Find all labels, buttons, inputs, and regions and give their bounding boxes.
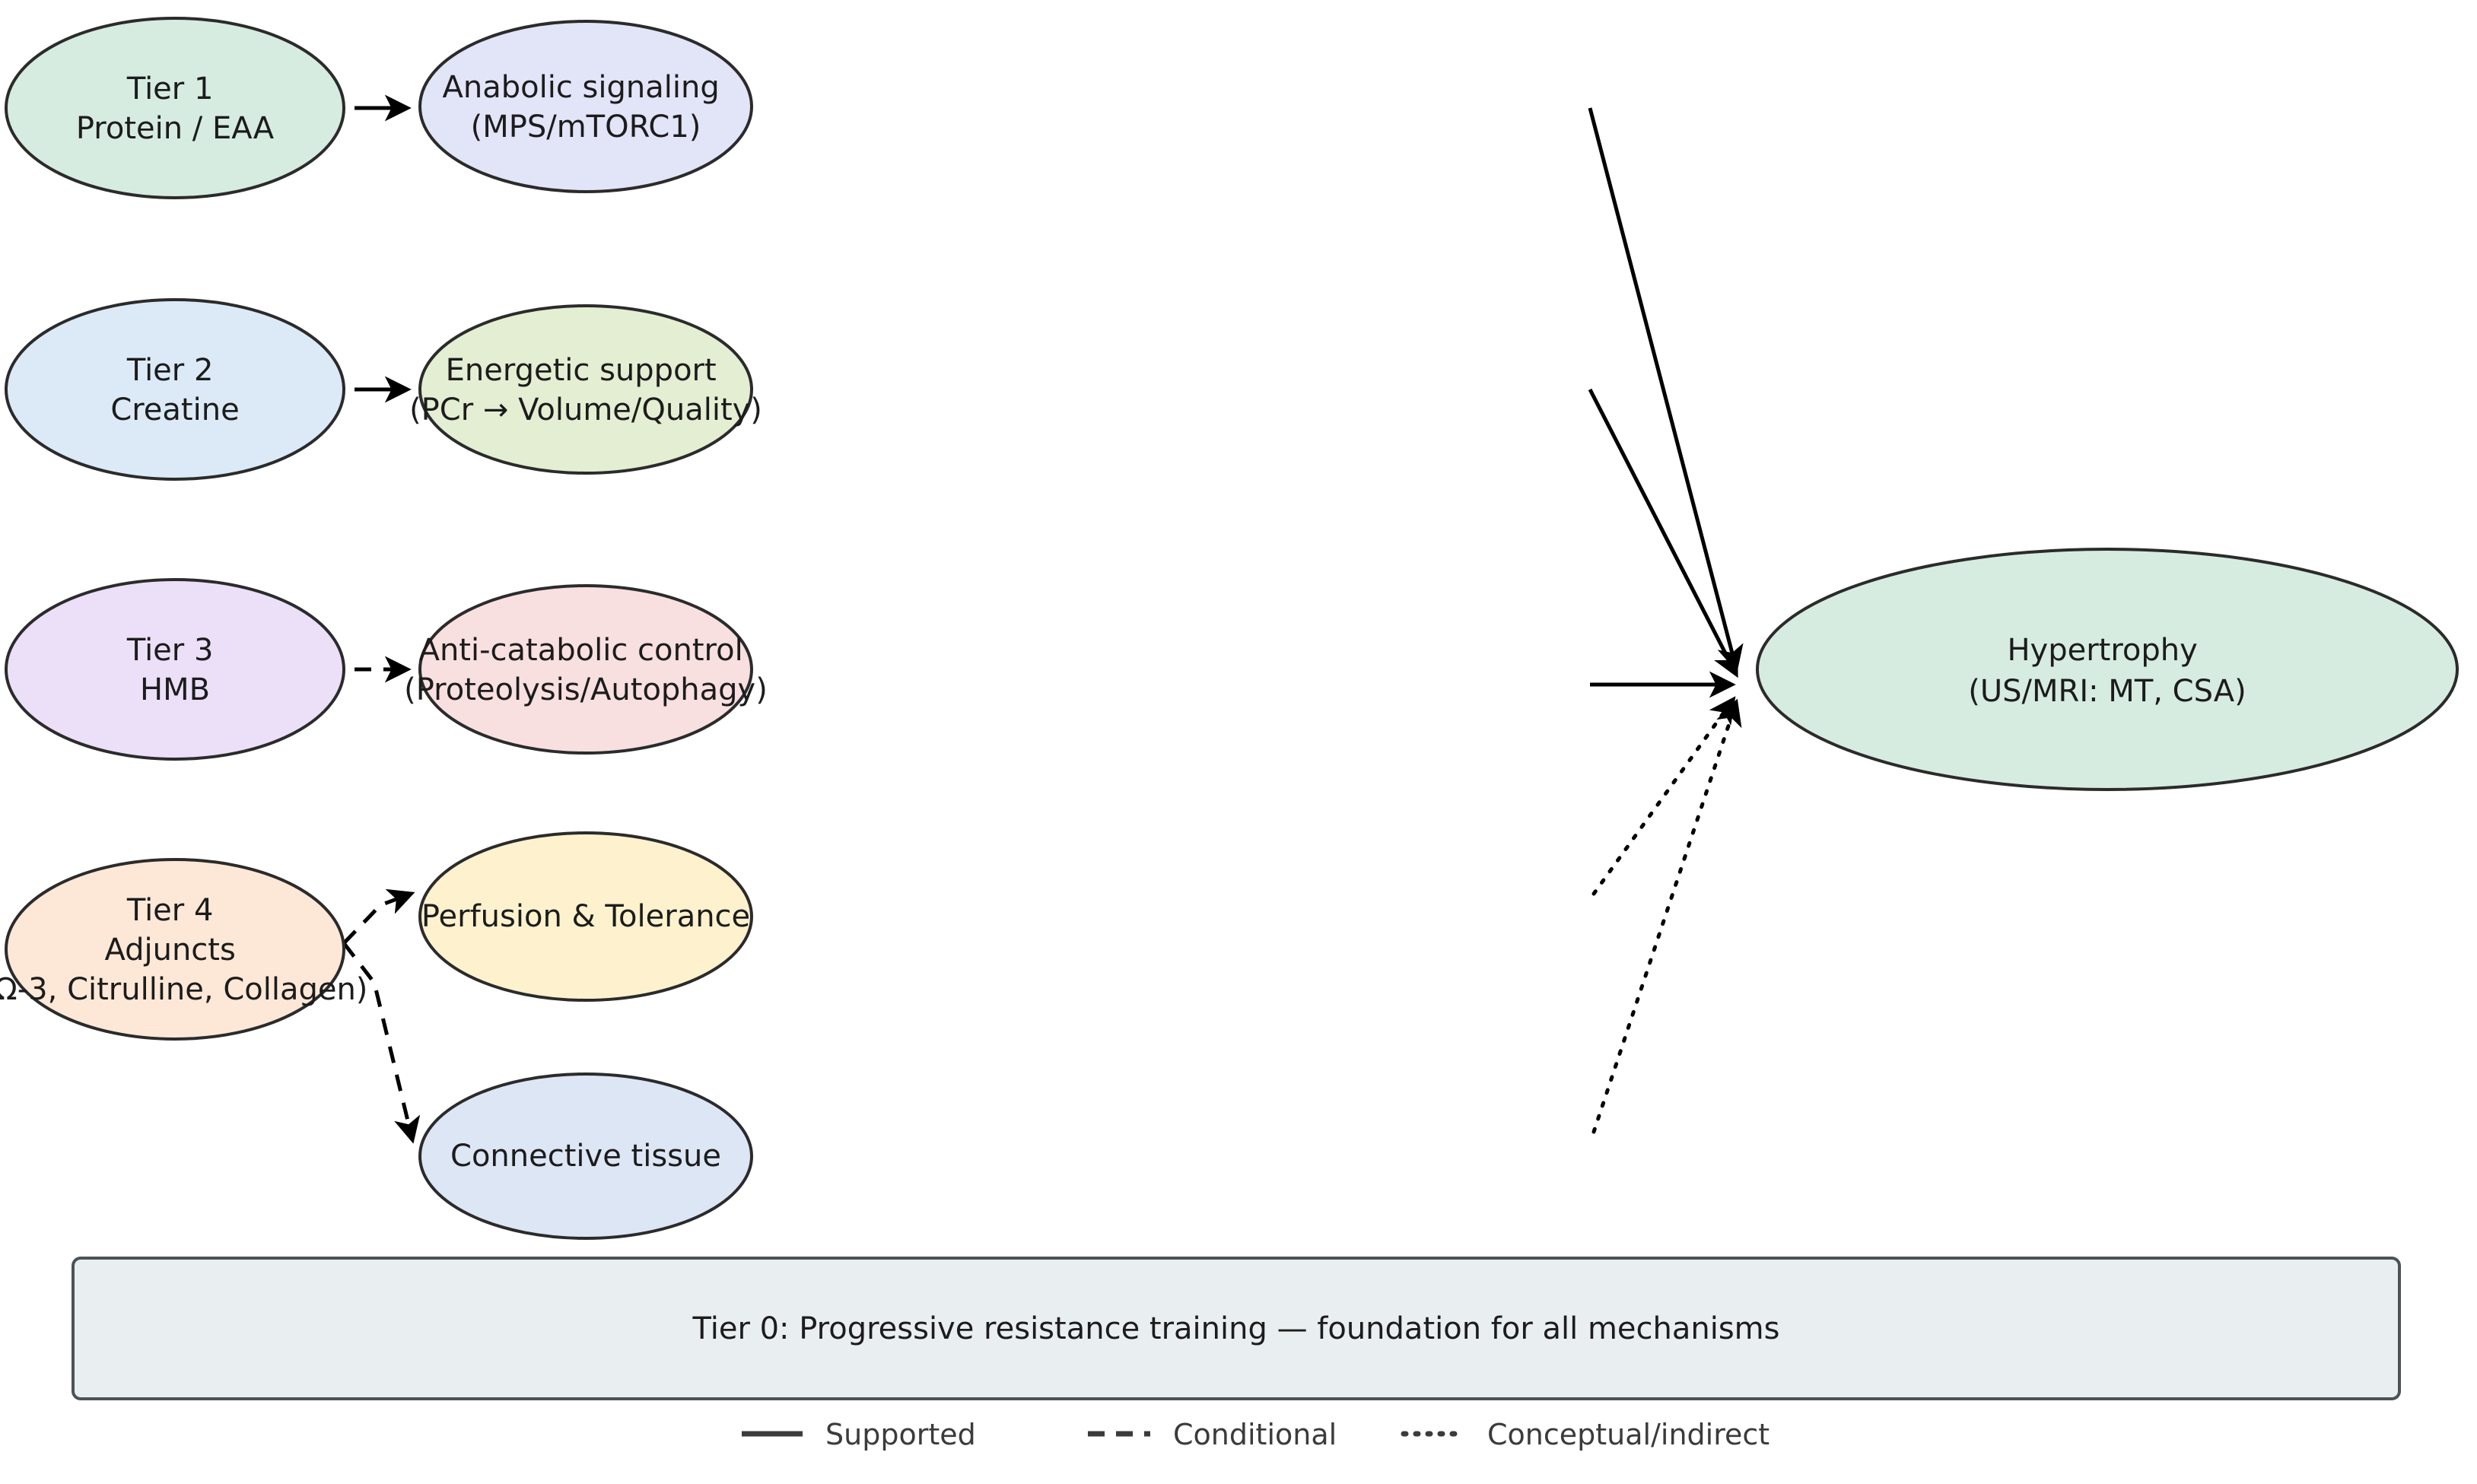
legend-supported-label: Supported: [825, 1418, 976, 1451]
tier0-banner-rect[interactable]: [72, 1257, 2401, 1400]
node-energetic-support[interactable]: Energetic support (PCr → Volume/Quality): [409, 304, 762, 475]
legend-conditional-label: Conditional: [1173, 1418, 1337, 1451]
node-perfusion-tolerance-ellipse[interactable]: [418, 831, 753, 1002]
node-anabolic-signaling-ellipse[interactable]: [418, 20, 753, 193]
node-anti-catabolic-control-ellipse[interactable]: [418, 584, 753, 755]
node-anti-catabolic-control[interactable]: Anti-catabolic control (Proteolysis/Auto…: [404, 584, 768, 755]
node-hypertrophy-ellipse[interactable]: [1756, 548, 2459, 791]
legend-item-conceptual: Conceptual/indirect: [1401, 1418, 1770, 1451]
node-anabolic-signaling[interactable]: Anabolic signaling (MPS/mTORC1): [418, 20, 753, 193]
node-perfusion-tolerance-label: Perfusion & Tolerance: [421, 899, 750, 934]
node-tier1-label: Tier 1 Protein / EAA: [76, 71, 275, 146]
node-connective-tissue-ellipse[interactable]: [418, 1072, 753, 1240]
edge-anabolic-to-hypertrophy: [1588, 107, 1744, 672]
legend: Supported Conditional Conceptual/indirec…: [742, 1418, 1770, 1451]
node-hypertrophy[interactable]: Hypertrophy (US/MRI: MT, CSA): [1756, 548, 2459, 791]
node-tier4[interactable]: Tier 4 Adjuncts (Ω-3, Citrulline, Collag…: [0, 858, 367, 1041]
node-tier1[interactable]: Tier 1 Protein / EAA: [5, 17, 345, 199]
legend-conceptual-label: Conceptual/indirect: [1487, 1418, 1770, 1451]
edge-layer: [342, 94, 1744, 1144]
node-tier3-ellipse[interactable]: [5, 578, 345, 761]
edge-tier4-to-perfusion: [342, 888, 415, 945]
node-tier2-ellipse[interactable]: [5, 298, 345, 481]
node-connective-tissue[interactable]: Connective tissue: [418, 1072, 753, 1240]
node-hypertrophy-label: Hypertrophy (US/MRI: MT, CSA): [1968, 633, 2246, 709]
node-tier4-ellipse[interactable]: [5, 858, 345, 1041]
node-tier3[interactable]: Tier 3 HMB: [5, 578, 345, 761]
node-tier1-ellipse[interactable]: [5, 17, 345, 199]
node-connective-tissue-label: Connective tissue: [450, 1139, 721, 1174]
node-anabolic-signaling-label: Anabolic signaling (MPS/mTORC1): [443, 70, 730, 145]
node-tier2[interactable]: Tier 2 Creatine: [5, 298, 345, 481]
node-perfusion-tolerance[interactable]: Perfusion & Tolerance: [418, 831, 753, 1002]
node-energetic-support-label: Energetic support (PCr → Volume/Quality): [409, 353, 762, 427]
edge-energetic-to-hypertrophy: [1588, 388, 1738, 678]
edge-connective-to-hypertrophy: [1591, 698, 1742, 1134]
node-energetic-support-ellipse[interactable]: [418, 304, 753, 475]
node-tier3-label: Tier 3 HMB: [126, 633, 223, 707]
node-anti-catabolic-control-label: Anti-catabolic control (Proteolysis/Auto…: [404, 633, 768, 707]
node-tier2-label: Tier 2 Creatine: [110, 353, 239, 427]
edge-perfusion-to-hypertrophy: [1591, 696, 1736, 896]
legend-item-conditional: Conditional: [1088, 1418, 1337, 1451]
node-tier4-label: Tier 4 Adjuncts (Ω-3, Citrulline, Collag…: [0, 893, 367, 1007]
tier0-banner[interactable]: Tier 0: Progressive resistance training …: [72, 1257, 2401, 1400]
tier0-banner-label: Tier 0: Progressive resistance training …: [692, 1311, 1780, 1346]
legend-item-supported: Supported: [742, 1418, 976, 1451]
edge-tier4-to-connective: [342, 942, 421, 1144]
